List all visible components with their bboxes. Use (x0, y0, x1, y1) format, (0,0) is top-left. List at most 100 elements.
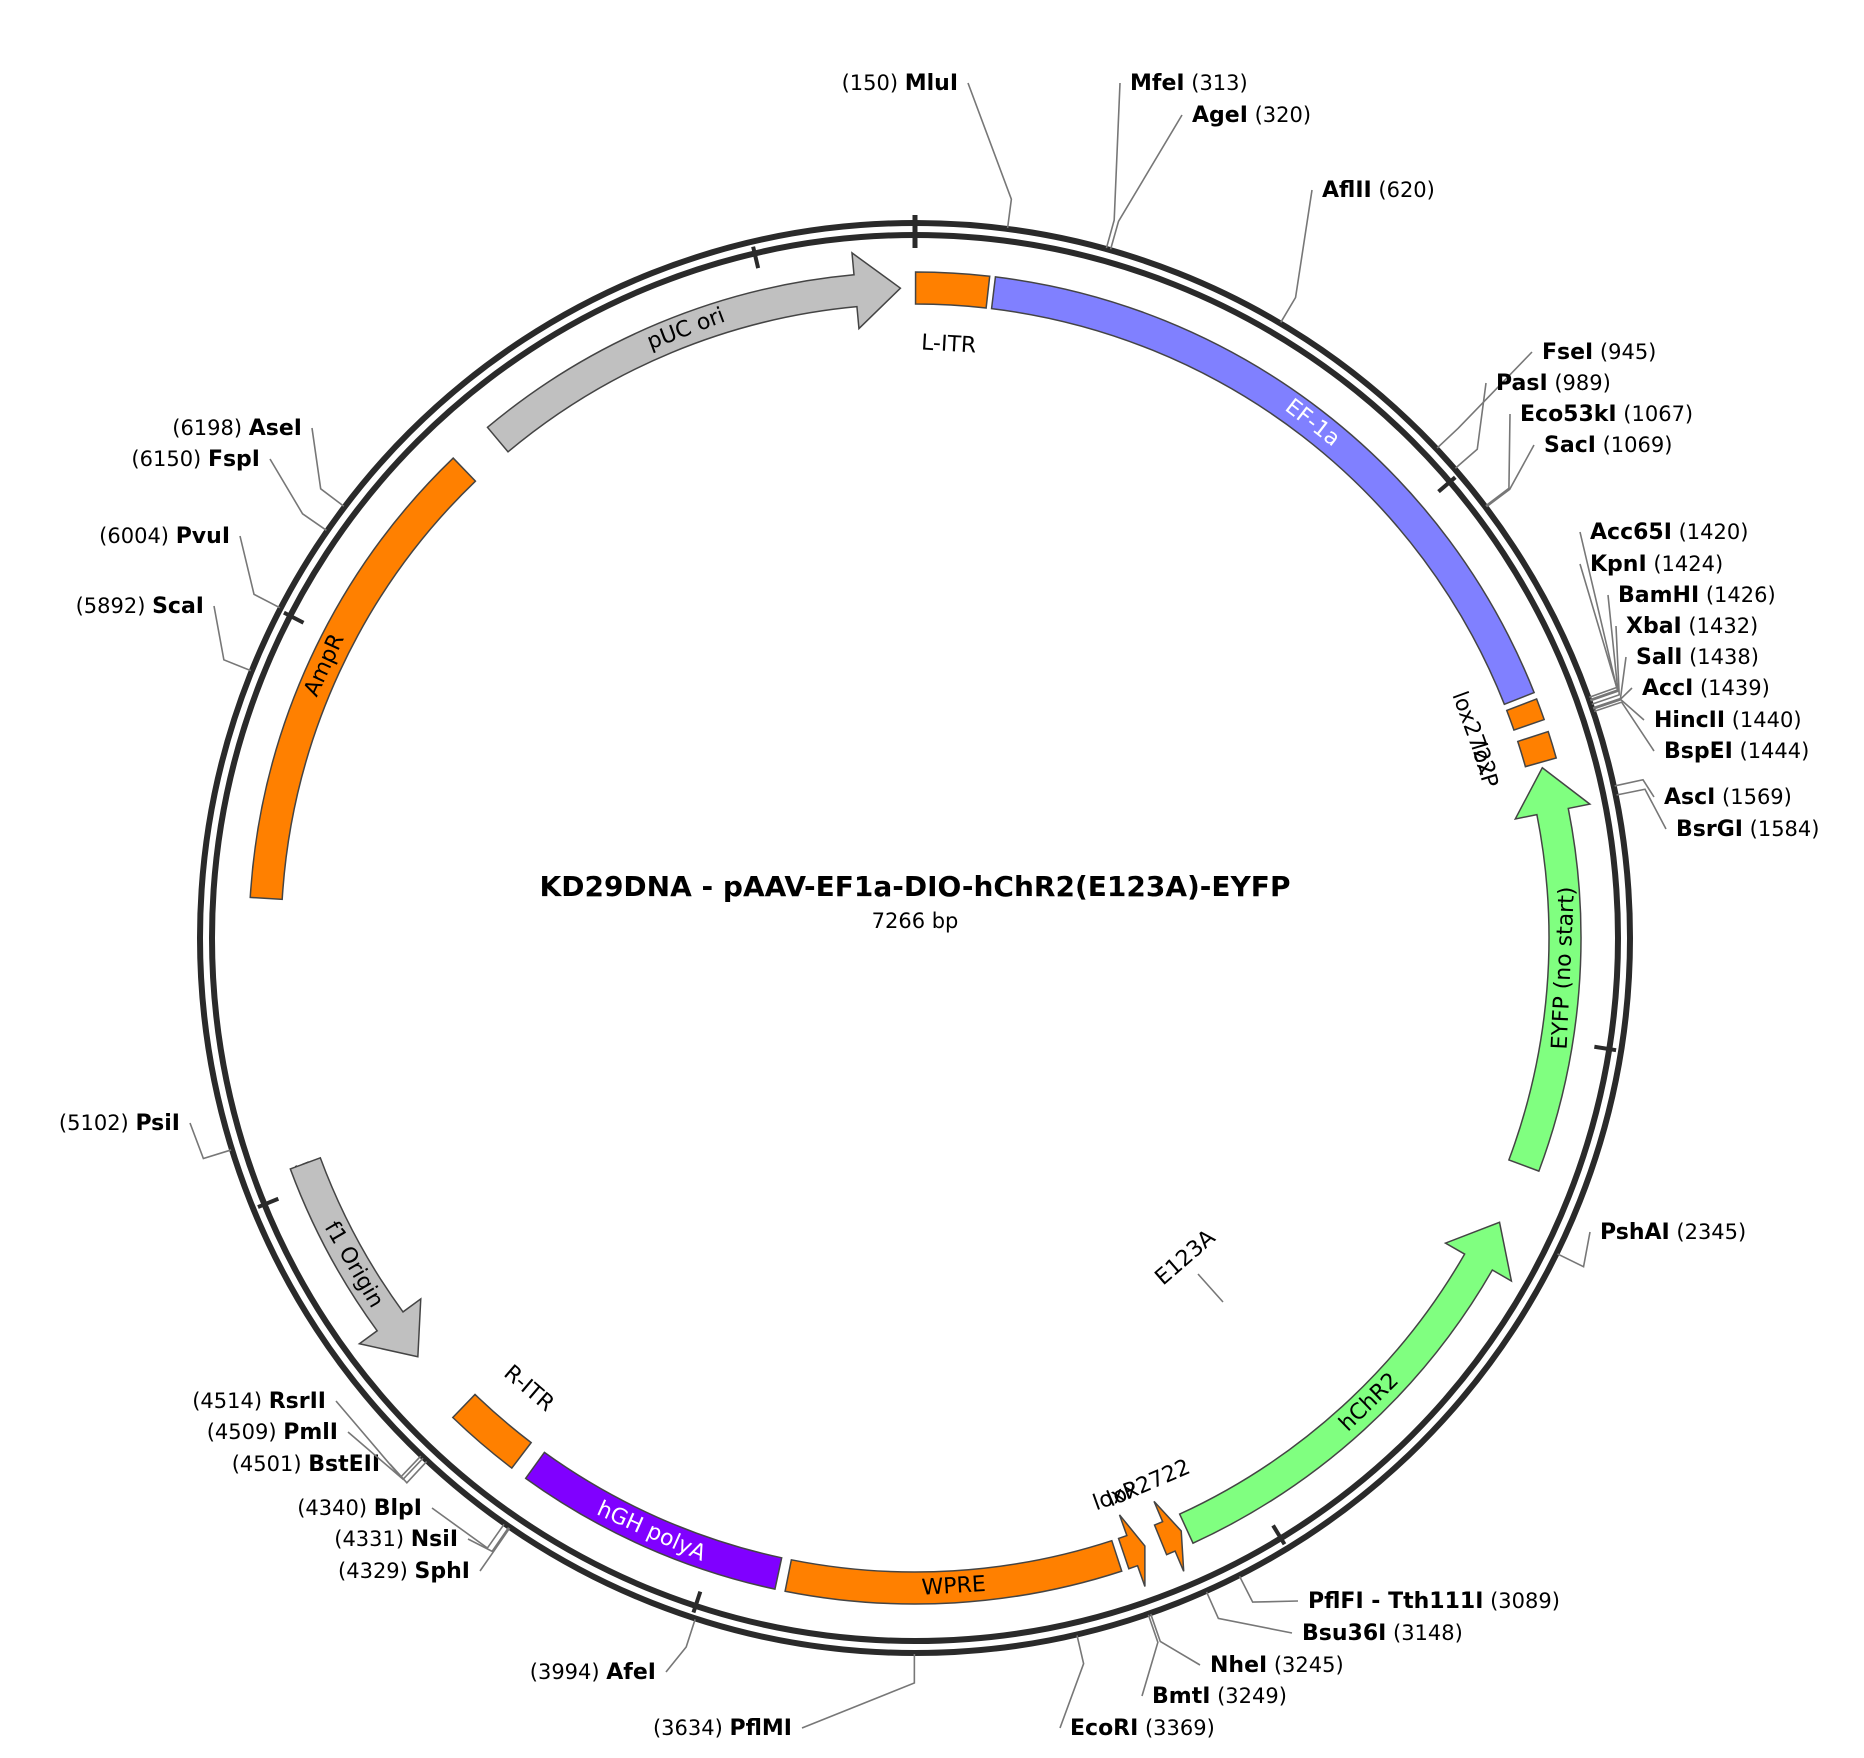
site-name: BmtI (1152, 1684, 1210, 1709)
site-leader (347, 1431, 424, 1481)
site-label: (6004) PvuI (99, 524, 230, 549)
tick-2000 (1594, 1044, 1617, 1053)
site-name: PflMI (729, 1716, 792, 1741)
site-name: PasI (1496, 371, 1548, 396)
site-label: HincII (1440) (1654, 708, 1802, 733)
annotation-leader (1197, 1273, 1224, 1303)
site-label: SalI (1438) (1636, 645, 1759, 670)
site-label: Acc65I (1420) (1590, 520, 1748, 545)
site-fsei: FseI (945) (1436, 340, 1656, 449)
site-bsrgi: BsrGI (1584) (1616, 788, 1820, 842)
site-label: (4329) SphI (338, 1559, 470, 1584)
site-label: AgeI (320) (1192, 103, 1311, 128)
site-label: FseI (945) (1542, 340, 1656, 365)
feature-shape-wpre (784, 1539, 1123, 1605)
site-position: (945) (1593, 340, 1656, 364)
site-leader (967, 82, 1013, 229)
site-leader (1486, 444, 1535, 508)
site-leader (1557, 1231, 1591, 1268)
annotation-label: E123A (1151, 1225, 1221, 1290)
feature-shape-loxp (1516, 730, 1558, 768)
site-position: (2345) (1670, 1220, 1747, 1244)
feature-shape-f1-origin (289, 1156, 422, 1358)
site-name: RsrII (269, 1389, 326, 1414)
site-leader (335, 1400, 422, 1479)
site-label: (4331) NsiI (334, 1527, 458, 1552)
site-name: SalI (1636, 645, 1682, 670)
site-name: EcoRI (1070, 1716, 1138, 1741)
site-leader (1105, 82, 1121, 249)
site-name: AfeI (606, 1660, 656, 1685)
site-label: BamHI (1426) (1618, 583, 1776, 608)
site-position: (4331) (334, 1527, 411, 1551)
feature-shape-lox2722 (1505, 698, 1546, 731)
feature-label-wpre: WPRE (921, 1572, 987, 1601)
site-leader (479, 1527, 511, 1572)
site-position: (1444) (1733, 739, 1810, 763)
site-xbai: XbaI (1432) (1591, 614, 1759, 706)
site-nsii: (4331) NsiI (334, 1527, 510, 1553)
site-name: FseI (1542, 340, 1593, 365)
site-name: AgeI (1192, 103, 1248, 128)
site-position: (1420) (1672, 520, 1749, 544)
feature-shape-lox2722 (1153, 1500, 1185, 1572)
site-name: HincII (1654, 708, 1725, 733)
site-mlui: (150) MluI (842, 71, 1013, 229)
site-scai: (5892) ScaI (76, 594, 252, 672)
feature-shape-hgh-polya (524, 1451, 783, 1591)
site-position: (320) (1248, 103, 1311, 127)
site-label: (4501) BstEII (232, 1452, 380, 1477)
feature-shape-ef-1a (990, 276, 1536, 706)
site-leader (1141, 1614, 1159, 1697)
site-leader (1614, 778, 1655, 798)
feature-ef-1a: EF-1a (990, 276, 1536, 706)
site-position: (1584) (1743, 817, 1820, 841)
site-leader (1059, 1635, 1085, 1729)
site-leader (311, 427, 345, 507)
plasmid-title: KD29DNA - pAAV-EF1a-DIO-hChR2(E123A)-EYF… (540, 870, 1291, 903)
site-position: (3249) (1210, 1684, 1287, 1708)
site-leader (801, 1653, 916, 1729)
site-name: KpnI (1590, 552, 1647, 577)
site-leader (1454, 382, 1487, 469)
site-label: AflII (620) (1322, 178, 1435, 203)
site-bsteii: (4501) BstEII (232, 1452, 428, 1484)
site-position: (6198) (172, 416, 249, 440)
site-label: BspEI (1444) (1664, 739, 1809, 764)
site-position: (1439) (1693, 676, 1770, 700)
site-name: AflII (1322, 178, 1372, 203)
site-position: (3994) (530, 1660, 607, 1684)
site-pflfi-tth111i: PflFI - Tth111I (3089) (1238, 1575, 1560, 1614)
site-position: (620) (1372, 178, 1435, 202)
site-leader (431, 1507, 505, 1550)
site-label: PasI (989) (1496, 371, 1611, 396)
tick-5000 (257, 1196, 280, 1209)
site-position: (6150) (131, 447, 208, 471)
site-leader (189, 1122, 232, 1160)
feature-shape-eyfp-no-start (1507, 766, 1592, 1173)
site-label: PflFI - Tth111I (3089) (1308, 1589, 1560, 1614)
site-label: (6150) FspI (131, 447, 260, 472)
site-bspei: BspEI (1444) (1593, 701, 1809, 764)
site-position: (4514) (192, 1389, 269, 1413)
site-position: (1432) (1682, 614, 1759, 638)
site-mfei: MfeI (313) (1105, 71, 1248, 249)
tick-3000 (1271, 1524, 1287, 1546)
site-position: (1067) (1617, 402, 1694, 426)
site-name: ScaI (152, 594, 204, 619)
feature-wpre: WPRE (784, 1539, 1123, 1605)
site-position: (1424) (1647, 552, 1724, 576)
site-pshai: PshAI (2345) (1557, 1220, 1747, 1268)
site-label: BmtI (3249) (1152, 1684, 1287, 1709)
feature-hgh-polya: hGH polyA (524, 1451, 783, 1591)
feature-eyfp-no-start: EYFP (no start) (1507, 766, 1592, 1173)
site-position: (150) (842, 71, 905, 95)
site-agei: AgeI (320) (1109, 103, 1311, 250)
feature-label-l-itr: L-ITR (920, 330, 976, 358)
site-name: NsiI (411, 1527, 458, 1552)
site-position: (1569) (1715, 785, 1792, 809)
site-label: (4509) PmlI (207, 1420, 338, 1445)
site-name: BstEII (308, 1452, 380, 1477)
site-position: (3245) (1267, 1653, 1344, 1677)
